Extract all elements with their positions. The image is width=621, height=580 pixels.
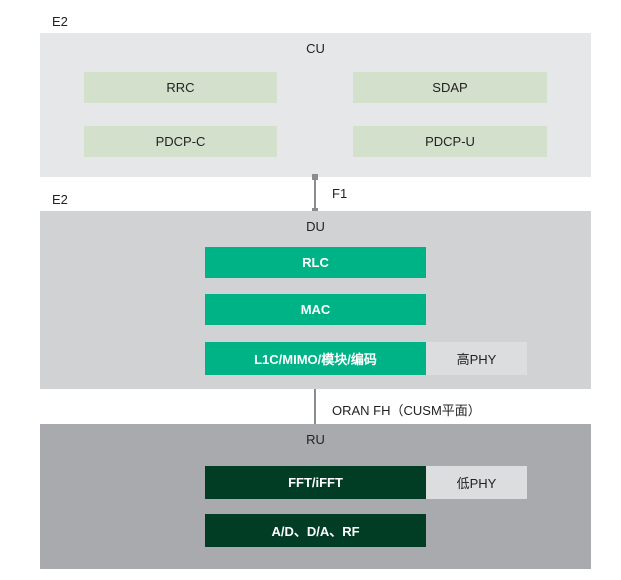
- fh-connector: [314, 389, 316, 424]
- f1-label: F1: [332, 186, 348, 201]
- rlc-block: RLC: [205, 247, 426, 278]
- low-phy-block: 低PHY: [426, 466, 527, 499]
- fh-label: ORAN FH（CUSM平面）: [332, 403, 481, 418]
- pdcp-c-block: PDCP-C: [84, 126, 277, 157]
- mac-block: MAC: [205, 294, 426, 325]
- ru-title: RU: [306, 431, 325, 447]
- high-phy-block: 高PHY: [426, 342, 527, 375]
- f1-connector: [314, 177, 316, 211]
- cu-e2-label: E2: [52, 14, 68, 29]
- ad-da-rf-block: A/D、D/A、RF: [205, 514, 426, 547]
- l1c-mimo-block: L1C/MIMO/模块/编码: [205, 342, 426, 375]
- fft-block: FFT/iFFT: [205, 466, 426, 499]
- cu-title: CU: [306, 40, 325, 56]
- sdap-block: SDAP: [353, 72, 547, 103]
- du-e2-label: E2: [52, 192, 68, 207]
- du-title: DU: [306, 218, 325, 234]
- pdcp-u-block: PDCP-U: [353, 126, 547, 157]
- rrc-block: RRC: [84, 72, 277, 103]
